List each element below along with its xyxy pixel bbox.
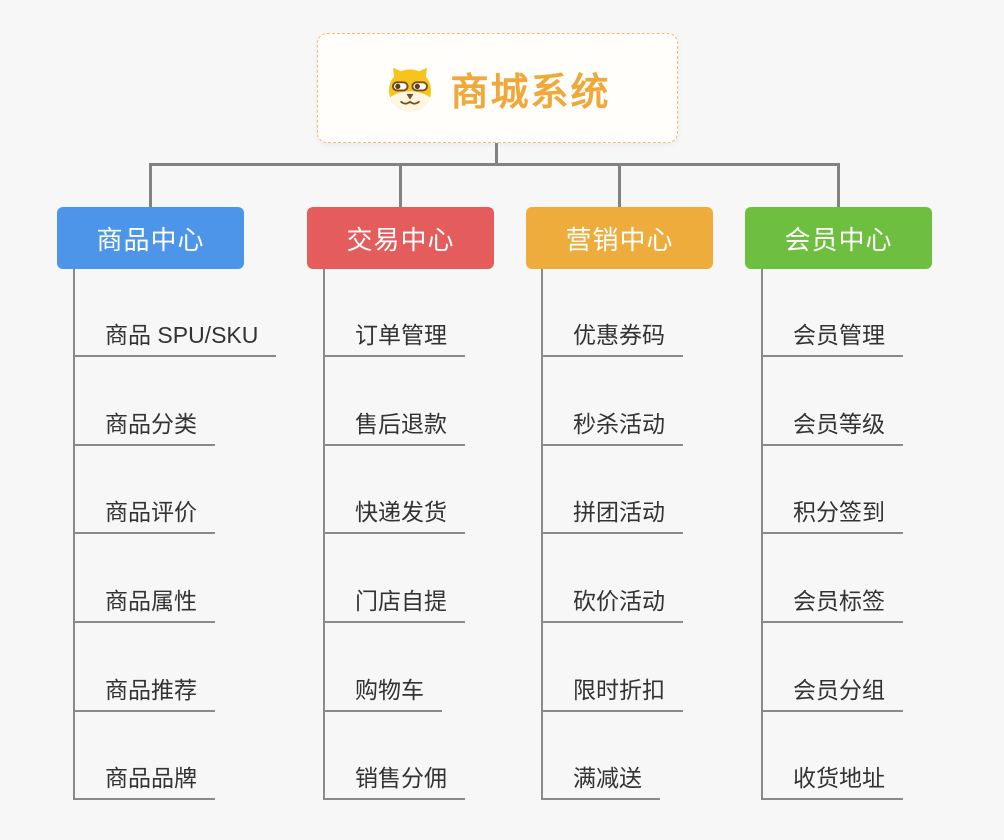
trunk-line-trade-center bbox=[323, 269, 325, 800]
leaf-node[interactable]: 商品 SPU/SKU bbox=[73, 321, 277, 357]
leaf-node[interactable]: 销售分佣 bbox=[323, 764, 465, 800]
leaf-node[interactable]: 砍价活动 bbox=[541, 587, 683, 623]
leaf-node[interactable]: 售后退款 bbox=[323, 410, 465, 446]
leaf-node[interactable]: 收货地址 bbox=[761, 764, 903, 800]
trunk-line-product-center bbox=[73, 269, 75, 800]
connector-drop-product-center bbox=[149, 163, 152, 210]
leaf-node[interactable]: 拼团活动 bbox=[541, 498, 683, 534]
connector-main-horizontal bbox=[149, 163, 840, 166]
branch-node-product-center[interactable]: 商品中心 bbox=[57, 207, 244, 269]
trunk-line-marketing-center bbox=[541, 269, 543, 800]
leaf-node[interactable]: 积分签到 bbox=[761, 498, 903, 534]
leaf-node[interactable]: 商品属性 bbox=[73, 587, 215, 623]
leaf-node[interactable]: 满减送 bbox=[541, 764, 660, 800]
connector-drop-trade-center bbox=[399, 163, 402, 210]
leaf-node[interactable]: 会员分组 bbox=[761, 676, 903, 712]
root-node[interactable]: 商城系统 bbox=[317, 33, 678, 143]
branch-node-marketing-center[interactable]: 营销中心 bbox=[526, 207, 713, 269]
leaf-node[interactable]: 购物车 bbox=[323, 676, 442, 712]
leaf-node[interactable]: 商品分类 bbox=[73, 410, 215, 446]
leaf-node[interactable]: 商品评价 bbox=[73, 498, 215, 534]
dog-face-icon bbox=[384, 62, 436, 114]
leaf-node[interactable]: 商品推荐 bbox=[73, 676, 215, 712]
connector-root-stem bbox=[495, 143, 498, 164]
branch-node-member-center[interactable]: 会员中心 bbox=[745, 207, 932, 269]
leaf-node[interactable]: 快递发货 bbox=[323, 498, 465, 534]
leaf-node[interactable]: 秒杀活动 bbox=[541, 410, 683, 446]
leaf-node[interactable]: 限时折扣 bbox=[541, 676, 683, 712]
branch-node-trade-center[interactable]: 交易中心 bbox=[307, 207, 494, 269]
leaf-node[interactable]: 门店自提 bbox=[323, 587, 465, 623]
leaf-node[interactable]: 订单管理 bbox=[323, 321, 465, 357]
leaf-node[interactable]: 商品品牌 bbox=[73, 764, 215, 800]
leaf-node[interactable]: 会员管理 bbox=[761, 321, 903, 357]
root-title: 商城系统 bbox=[450, 71, 611, 114]
leaf-node[interactable]: 会员等级 bbox=[761, 410, 903, 446]
leaf-node[interactable]: 会员标签 bbox=[761, 587, 903, 623]
connector-drop-member-center bbox=[837, 163, 840, 210]
connector-drop-marketing-center bbox=[618, 163, 621, 210]
leaf-node[interactable]: 优惠券码 bbox=[541, 321, 683, 357]
trunk-line-member-center bbox=[761, 269, 763, 800]
